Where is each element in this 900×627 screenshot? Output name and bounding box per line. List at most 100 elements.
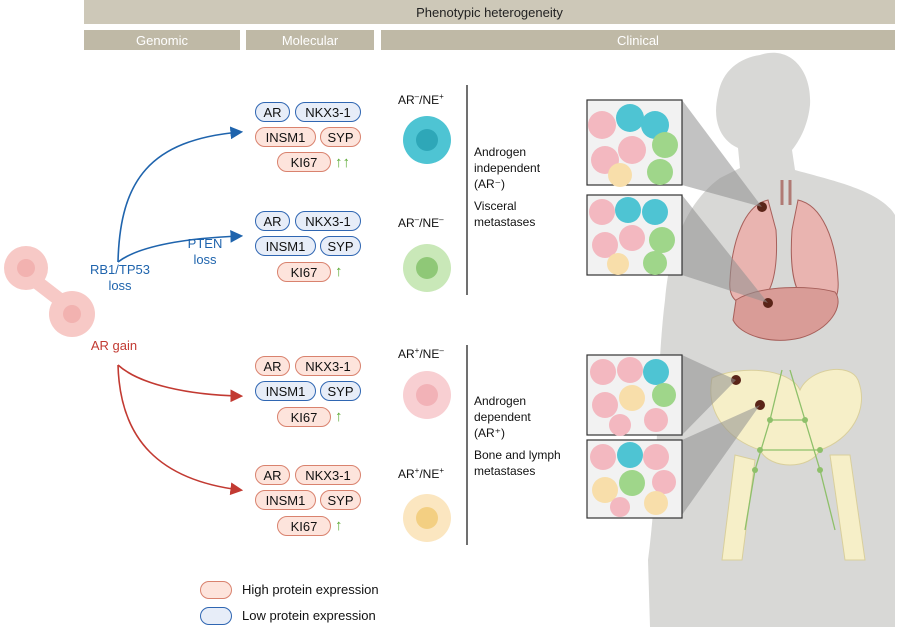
pill-text: AR [263, 467, 282, 483]
header-molecular-label: Molecular [281, 32, 339, 48]
pill-syp-4: SYP [320, 490, 361, 510]
pill-text: SYP [327, 129, 354, 145]
tissue-box-1 [586, 99, 683, 187]
header-clinical: Clinical [381, 30, 895, 50]
clinical-line: (AR⁺) [474, 426, 505, 440]
right-femur [829, 454, 866, 561]
pill-nkx-3: NKX3-1 [295, 356, 361, 376]
status-pre: AR [398, 93, 415, 107]
callout-wedge-1 [682, 100, 762, 207]
rb1-loss-text: loss [108, 278, 132, 293]
trachea [780, 180, 792, 205]
status-ne: + [439, 92, 444, 101]
callout-wedge-3 [682, 355, 736, 435]
pill-text: AR [263, 104, 282, 120]
status-pre: AR [398, 216, 415, 230]
pill-ki67-1: KI67 [277, 152, 331, 172]
ar-gain-text: AR gain [90, 338, 138, 353]
pill-syp-2: SYP [320, 236, 361, 256]
pill-ki67-4: KI67 [277, 516, 331, 536]
pill-nkx-4: NKX3-1 [295, 465, 361, 485]
pill-text: AR [263, 358, 282, 374]
up-arrows-1: ↑↑ [335, 154, 350, 171]
clinical-line: metastases [474, 464, 536, 478]
pill-text: NKX3-1 [305, 358, 351, 374]
pill-text: SYP [327, 238, 354, 254]
pill-nkx-1: NKX3-1 [295, 102, 361, 122]
pill-text: SYP [327, 383, 354, 399]
status-mid: /NE [419, 93, 440, 107]
status-label-3: AR+/NE– [398, 346, 444, 361]
liver [732, 287, 839, 341]
clinical-lower-text: Androgen dependent (AR⁺) Bone and lymph … [474, 393, 574, 479]
status-mid: /NE [419, 467, 440, 481]
cell-ar-neg-ne-neg [403, 244, 451, 292]
pill-text: NKX3-1 [305, 467, 351, 483]
status-label-1: AR–/NE+ [398, 92, 444, 107]
cell-ar-neg-ne-pos [403, 116, 451, 164]
tissue-box-2 [586, 194, 683, 276]
pill-ar-4: AR [255, 465, 290, 485]
header-top-label: Phenotypic heterogeneity [416, 4, 563, 20]
pill-text: AR [263, 213, 282, 229]
pill-text: KI67 [290, 264, 318, 280]
header-phenotypic-heterogeneity: Phenotypic heterogeneity [84, 0, 895, 24]
pill-text: NKX3-1 [305, 104, 351, 120]
origin-cells [4, 246, 95, 337]
pill-ki67-3: KI67 [277, 407, 331, 427]
status-mid: /NE [419, 347, 440, 361]
pill-text: NKX3-1 [305, 213, 351, 229]
tissue-box-4 [586, 439, 683, 519]
pill-text: SYP [327, 492, 354, 508]
pill-text: KI67 [290, 409, 318, 425]
status-pre: AR [398, 467, 415, 481]
callout-wedge-2 [682, 195, 768, 303]
clinical-upper-text: Androgen independent (AR⁻) Visceral meta… [474, 144, 574, 230]
red-arrow-lower [117, 364, 244, 496]
callout-wedge-4 [682, 405, 760, 515]
status-label-4: AR+/NE+ [398, 466, 444, 481]
clinical-line: metastases [474, 215, 536, 229]
clinical-line: independent [474, 161, 541, 175]
pill-text: INSM1 [265, 383, 306, 399]
pill-insm-3: INSM1 [255, 381, 316, 401]
pill-syp-3: SYP [320, 381, 361, 401]
clinical-line: Visceral [474, 199, 517, 213]
clinical-line: Androgen [474, 145, 527, 159]
status-ar: – [414, 92, 420, 101]
header-molecular: Molecular [246, 30, 374, 50]
pill-nkx-2: NKX3-1 [295, 211, 361, 231]
pill-syp-1: SYP [320, 127, 361, 147]
header-clinical-label: Clinical [617, 32, 659, 48]
legend-high-label: High protein expression [242, 582, 379, 597]
clinical-line: (AR⁻) [474, 177, 505, 191]
pten-loss-label: PTEN loss [180, 236, 230, 268]
rb1-tp53-loss-label: RB1/TP53 loss [80, 262, 160, 294]
status-label-2: AR–/NE– [398, 215, 444, 230]
cell-ar-pos-ne-pos [403, 494, 451, 542]
pill-ar-3: AR [255, 356, 290, 376]
status-ne: + [439, 466, 445, 475]
legend-low-swatch [200, 607, 232, 625]
status-ne: – [439, 215, 444, 224]
pill-text: INSM1 [265, 492, 306, 508]
pill-text: INSM1 [265, 129, 306, 145]
blue-arrow-lower [117, 229, 244, 263]
status-mid: /NE [419, 216, 440, 230]
pill-ar-1: AR [255, 102, 290, 122]
tissue-box-3 [586, 354, 683, 436]
left-femur [721, 454, 756, 561]
lymph-network [744, 369, 836, 531]
clinical-line: Bone and lymph [474, 448, 561, 462]
pill-insm-2: INSM1 [255, 236, 316, 256]
up-arrows-3: ↑ [335, 408, 343, 425]
legend-low-label: Low protein expression [242, 608, 376, 623]
header-genomic-label: Genomic [135, 32, 189, 48]
status-pre: AR [398, 347, 415, 361]
up-arrows-4: ↑ [335, 517, 343, 534]
pill-ki67-2: KI67 [277, 262, 331, 282]
pill-ar-2: AR [255, 211, 290, 231]
pill-text: KI67 [290, 518, 318, 534]
status-ar: + [414, 466, 420, 475]
